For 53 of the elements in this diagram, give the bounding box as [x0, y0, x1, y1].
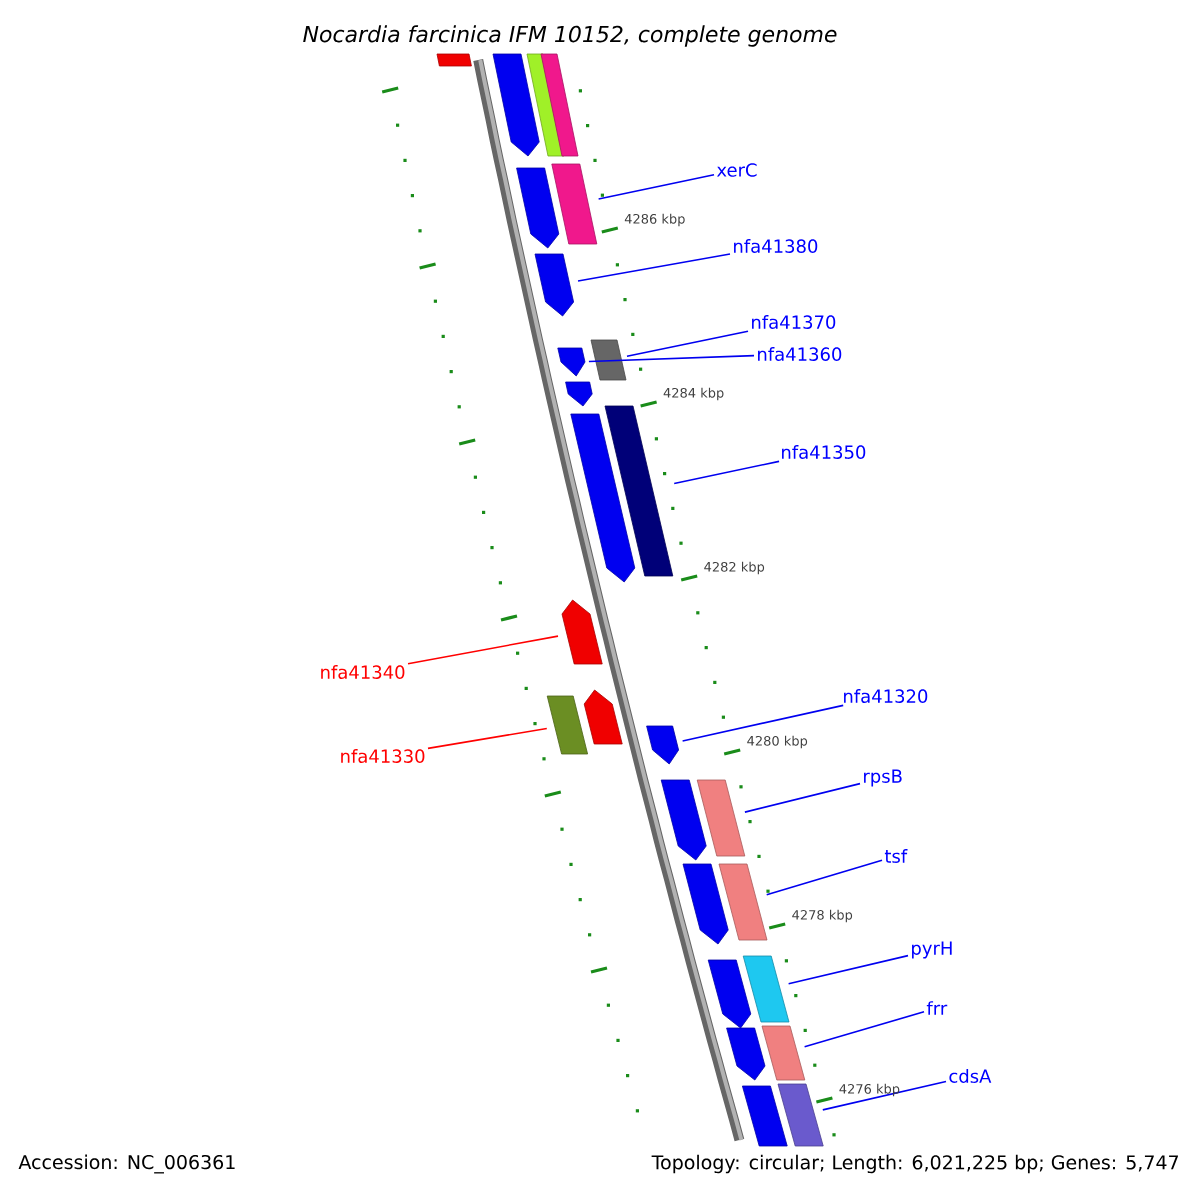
leader-line [597, 174, 715, 200]
leader-line [577, 253, 731, 282]
gene-label: tsf [884, 849, 908, 863]
gene-feature [646, 725, 679, 765]
leader-line [787, 954, 909, 985]
gene-feature [761, 1025, 806, 1081]
leader-line [626, 330, 749, 358]
title: Nocardia farcinica IFM 10152, complete genome [303, 25, 837, 47]
gene-feature [604, 405, 674, 577]
gene-feature [583, 689, 623, 745]
gene-feature [660, 779, 707, 861]
gene-feature [551, 163, 598, 245]
gene-label: nfa41320 [844, 689, 928, 703]
gene-feature [565, 381, 593, 407]
leader-line [803, 1010, 925, 1048]
gene-feature [742, 1085, 788, 1147]
gene-label: pyrH [912, 941, 952, 959]
gene-label: nfa41350 [782, 445, 866, 459]
leader-line [681, 704, 844, 742]
gene-feature [436, 53, 472, 67]
gene-feature [546, 695, 588, 755]
gene-label: nfa41340 [321, 665, 405, 679]
gene-feature [682, 863, 729, 945]
gene-feature [557, 347, 586, 377]
gene-feature [707, 959, 752, 1029]
gene-feature [726, 1027, 766, 1081]
gene-label: rpsB [864, 769, 902, 787]
leader-line [588, 354, 755, 363]
gene-label: xerC [716, 163, 757, 177]
gene-feature [718, 863, 768, 941]
gene-label: nfa41380 [734, 239, 818, 253]
gene-feature [534, 253, 574, 317]
leader-line [407, 635, 559, 665]
leader-line [427, 727, 548, 750]
gene-label: cdsA [949, 1069, 992, 1083]
gene-feature [492, 53, 540, 157]
gene-label: frr [926, 1001, 948, 1015]
gene-label: nfa41360 [758, 347, 842, 361]
gene-label: nfa41370 [752, 315, 836, 329]
gene-feature [742, 955, 790, 1023]
leader-line [822, 1080, 947, 1111]
gene-feature [516, 167, 560, 249]
genome-info-text: Topology: circular; Length: 6,021,225 bp; Genes: 5,747 [651, 1154, 1178, 1174]
leader-line [765, 859, 883, 896]
gene-feature [696, 779, 746, 857]
accession-text: Accession: NC_006361 [18, 1154, 235, 1174]
gene-feature [777, 1083, 824, 1147]
gene-feature [561, 599, 603, 665]
gene-feature [590, 339, 627, 381]
gene-label: nfa41330 [341, 749, 425, 763]
gene-feature [540, 53, 579, 157]
leader-line [673, 460, 780, 485]
gene-feature [570, 413, 636, 583]
